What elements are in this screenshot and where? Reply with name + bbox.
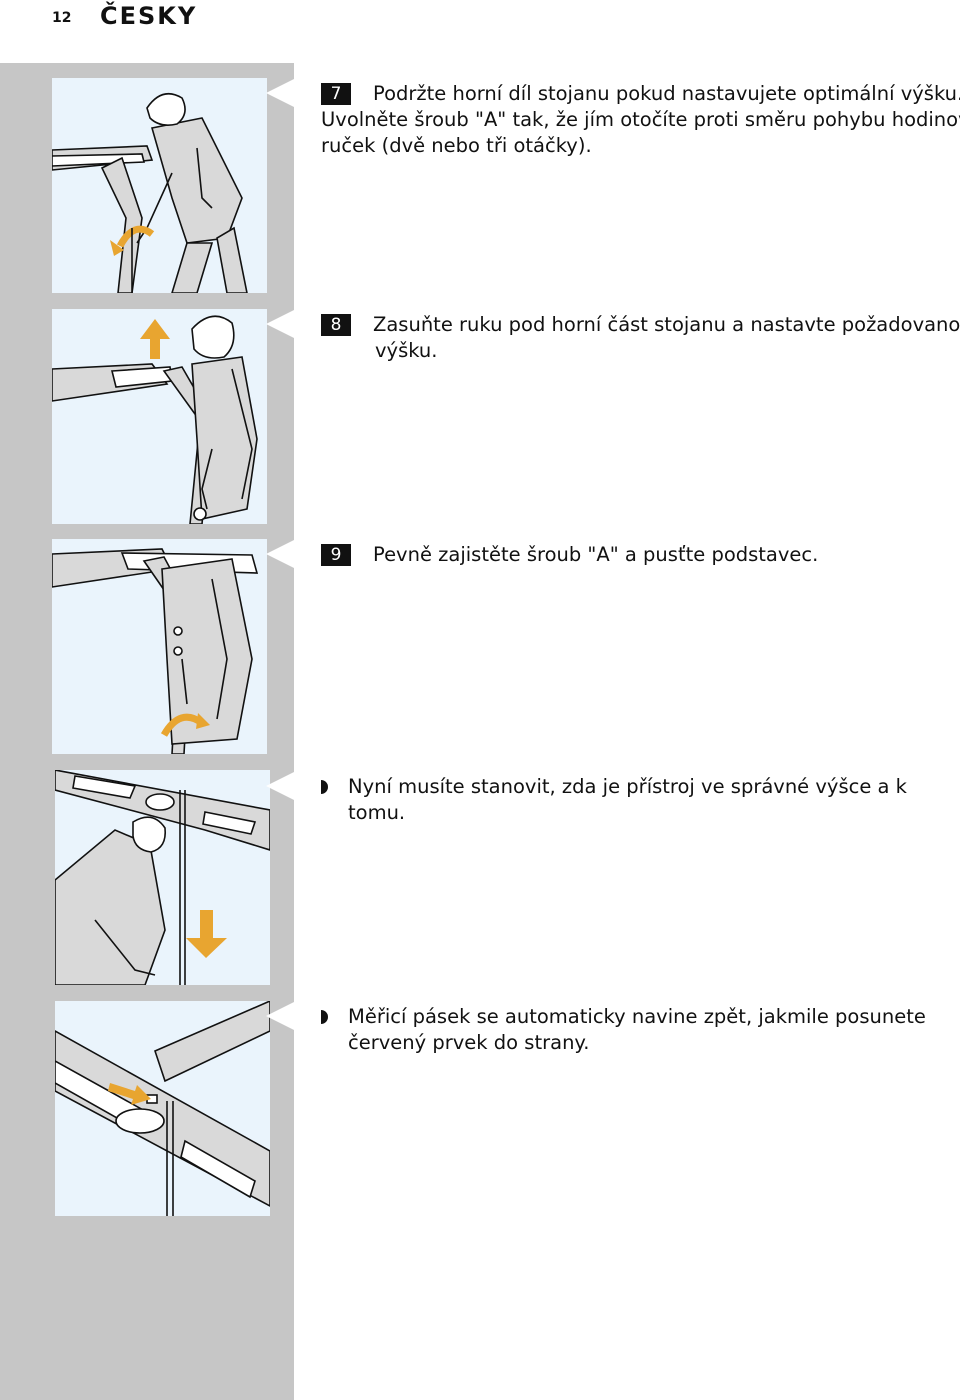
page-number: 12 [52, 10, 72, 26]
bullet-text: červený prvek do strany. [348, 1031, 590, 1054]
bullet-note-height: Nyní musíte stanovit, zda je přístroj ve… [321, 774, 941, 826]
bullet-text: Měřicí pásek se automaticky navine zpět,… [348, 1005, 926, 1028]
step-8: 8 Zasuňte ruku pod horní část stojanu a n… [321, 312, 960, 364]
bullet-icon [321, 1010, 328, 1024]
illustration-tape-release [55, 1001, 270, 1216]
illustration-measure [55, 770, 270, 985]
person-adjusting-height-icon [52, 315, 258, 524]
step-number-badge: 7 [321, 83, 351, 105]
person-tightening-screw-icon [52, 548, 259, 754]
illustration-step-7 [52, 78, 267, 293]
measuring-tape-release-icon [55, 1001, 270, 1216]
step-text: Podržte horní díl stojanu pokud nastavuj… [373, 82, 960, 105]
step-text: ruček (dvě nebo tři otáčky). [321, 134, 592, 157]
bullet-text: Nyní musíte stanovit, zda je přístroj ve… [348, 775, 907, 824]
page-header: 12 ČESKY [0, 0, 960, 60]
panel-pointer [266, 540, 294, 568]
illustration-step-9 [52, 539, 267, 754]
bullet-icon [321, 780, 328, 794]
language-title: ČESKY [100, 2, 198, 30]
panel-pointer [266, 79, 294, 107]
step-7: 7 Podržte horní díl stojanu pokud nastavu… [321, 81, 960, 159]
step-number-badge: 9 [321, 544, 351, 566]
step-text: Uvolněte šroub "A" tak, že jím otočíte p… [321, 108, 960, 131]
illustration-step-8 [52, 309, 267, 524]
panel-pointer [266, 310, 294, 338]
step-text: Pevně zajistěte šroub "A" a pusťte podst… [373, 543, 819, 566]
measuring-tape-pull-icon [55, 770, 270, 985]
step-text: výšku. [375, 339, 438, 362]
step-9: 9 Pevně zajistěte šroub "A" a pusťte pods… [321, 542, 960, 568]
step-text: Zasuňte ruku pod horní část stojanu a na… [373, 313, 960, 336]
panel-pointer [266, 772, 294, 800]
step-number-badge: 8 [321, 314, 351, 336]
bullet-note-tape: Měřicí pásek se automaticky navine zpět,… [321, 1004, 941, 1056]
panel-pointer [266, 1002, 294, 1030]
person-loosening-screw-icon [52, 92, 248, 293]
